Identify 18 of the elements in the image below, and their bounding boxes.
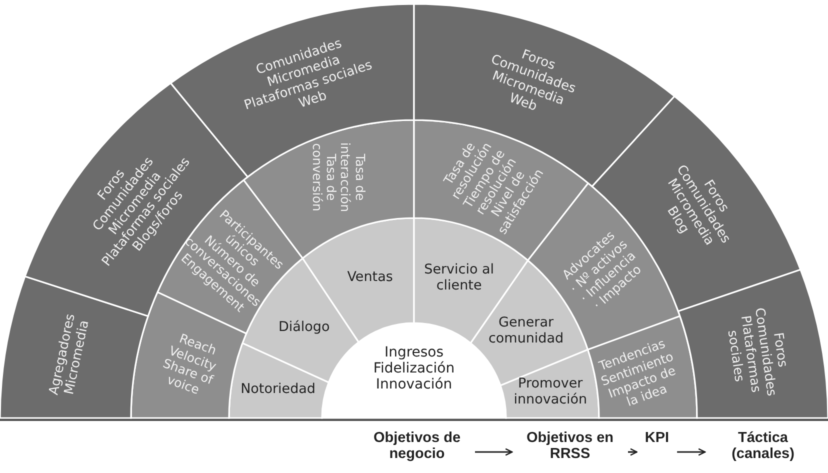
- segment-label: Diálogo: [278, 320, 330, 336]
- arrow: [677, 448, 706, 456]
- segment-label: Tasa de conversión: [309, 142, 338, 214]
- stage-label: KPI: [644, 430, 670, 446]
- stage-label: Táctica (canales): [730, 430, 796, 462]
- segment-label: Fidelización: [373, 360, 455, 377]
- segment-label: Ventas: [347, 270, 393, 286]
- arrow: [475, 448, 513, 456]
- segment-label: Tasa de interacción: [338, 141, 367, 214]
- stage-label: Objetivos en RRSS: [525, 430, 615, 462]
- segment-label: Innovación: [376, 376, 452, 393]
- arrow: [628, 448, 638, 456]
- segment-label: Ingresos: [384, 344, 444, 361]
- segment-label: Servicio al cliente: [423, 263, 496, 294]
- segment-label: Generar comunidad: [487, 316, 565, 347]
- segment-label: Notoriedad: [240, 382, 316, 398]
- segment-label: Promover innovación: [512, 376, 588, 408]
- stage-label: Objetivos de negocio: [372, 430, 462, 462]
